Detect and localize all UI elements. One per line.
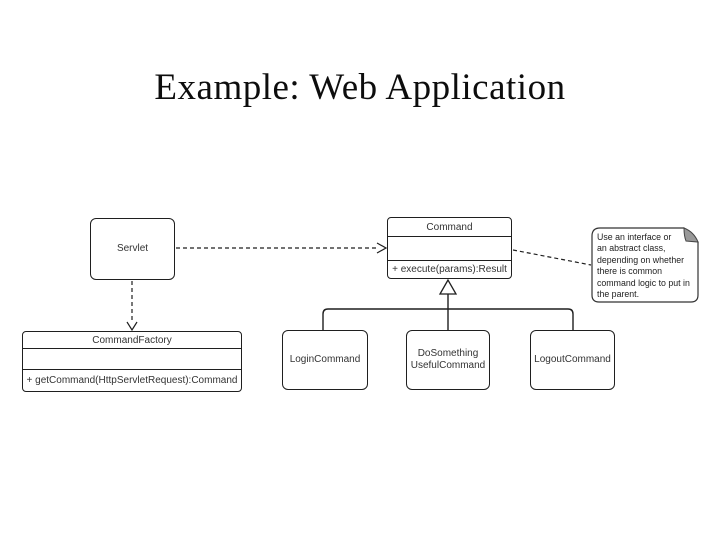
command-to-note-anchor-line	[512, 249, 592, 266]
class-method-command: + execute(params):Result	[388, 260, 511, 278]
note-line: there is common	[597, 266, 663, 277]
open-arrowhead-right-icon	[376, 242, 388, 254]
class-box-do-something-useful-command: DoSomething UsefulCommand	[406, 330, 490, 390]
class-box-command: Command + execute(params):Result	[387, 217, 512, 279]
class-box-command-factory: CommandFactory + getCommand(HttpServletR…	[22, 331, 242, 392]
class-name-servlet: Servlet	[116, 243, 149, 254]
class-attributes-command	[388, 236, 511, 260]
note-line: the parent.	[597, 289, 640, 300]
class-name-command-factory: CommandFactory	[92, 334, 172, 346]
inheritance-branch-line	[322, 308, 574, 330]
class-name-logout-command: LogoutCommand	[534, 354, 611, 365]
class-attributes-command-factory	[23, 348, 241, 369]
class-box-logout-command: LogoutCommand	[530, 330, 615, 390]
page-title: Example: Web Application	[154, 67, 566, 108]
note-shape	[591, 227, 699, 303]
class-box-servlet: Servlet	[90, 218, 175, 280]
note-line: an abstract class,	[597, 243, 666, 254]
class-name-command: Command	[426, 221, 473, 233]
note-line: command logic to put in	[597, 277, 690, 288]
class-box-login-command: LoginCommand	[282, 330, 368, 390]
class-name-do-something-line1: DoSomething	[417, 348, 479, 359]
class-method-command-factory: + getCommand(HttpServletRequest):Command	[23, 369, 241, 391]
class-name-login-command: LoginCommand	[289, 354, 361, 365]
class-name-do-something-line2: UsefulCommand	[410, 360, 486, 371]
note-fold-icon	[683, 227, 699, 243]
generalization-triangle-icon	[438, 278, 458, 295]
open-arrowhead-down-icon	[126, 321, 138, 332]
uml-note-text: Use an interface or an abstract class, d…	[597, 232, 697, 300]
note-line: depending on whether	[597, 254, 685, 265]
note-line: Use an interface or	[597, 232, 672, 242]
